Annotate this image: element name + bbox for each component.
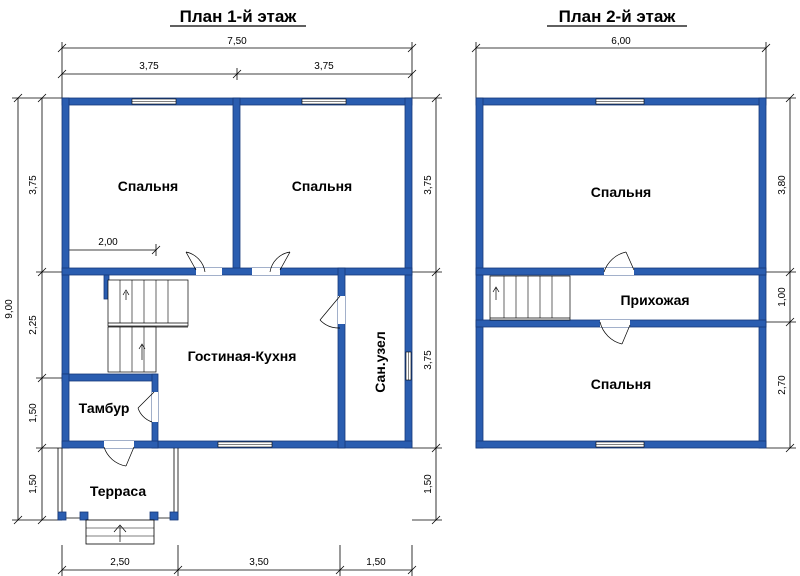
floor1-dimensions: 7,50 3,75 3,75 9,00 3,75 2,25 1,50 1,50 [4,36,442,576]
floor1-terrace [57,448,179,545]
dim-f1-left-half: 3,75 [139,61,159,72]
dim-f1-right-top: 3,75 [423,175,434,195]
room-f2-bedroom-top: Спальня [591,184,651,200]
floor2-doors [599,251,635,345]
dim-f1-left-mid: 2,25 [28,315,39,335]
floor2-stairs [489,275,571,321]
floor2-title: План 2-й этаж [559,7,677,26]
dim-f2-mid: 1,00 [777,287,788,307]
room-living-kitchen: Гостиная-Кухня [188,348,297,364]
room-bathroom: Сан.узел [372,331,388,392]
dim-f1-bottom-mid: 3,50 [249,557,269,568]
floor1-title: План 1-й этаж [180,7,298,26]
room-vestibule: Тамбур [79,400,130,416]
room-f2-hall: Прихожая [620,292,689,308]
dim-f1-left-top: 3,75 [28,175,39,195]
floor1-windows [131,98,412,448]
room-terrace: Терраса [90,483,146,499]
dim-f1-bottom-terrace: 2,50 [110,557,130,568]
dim-f1-right-terrace: 1,50 [423,474,434,494]
dim-f2-total-width: 6,00 [611,36,631,47]
dim-f1-total-height: 9,00 [4,299,15,319]
dim-f1-total-width: 7,50 [227,36,247,47]
dim-f1-right-bottom: 3,75 [423,350,434,370]
dim-f2-bottom: 2,70 [777,375,788,395]
dim-f1-bottom-right: 1,50 [366,557,386,568]
floor2-windows [595,98,645,448]
dim-f1-left-terrace: 1,50 [28,474,39,494]
floor1-walls [61,97,413,449]
room-bedroom-left: Спальня [118,178,178,194]
dim-f1-inner-2: 2,00 [98,237,118,248]
room-bedroom-right: Спальня [292,178,352,194]
floor2-dimensions: 6,00 3,80 1,00 2,70 [471,36,796,453]
floor1-doors [103,251,345,467]
dim-f1-right-half: 3,75 [314,61,334,72]
room-f2-bedroom-bottom: Спальня [591,376,651,392]
floor1-stairs [107,279,189,373]
dim-f1-left-tambur: 1,50 [28,403,39,423]
dim-f2-top: 3,80 [777,175,788,195]
